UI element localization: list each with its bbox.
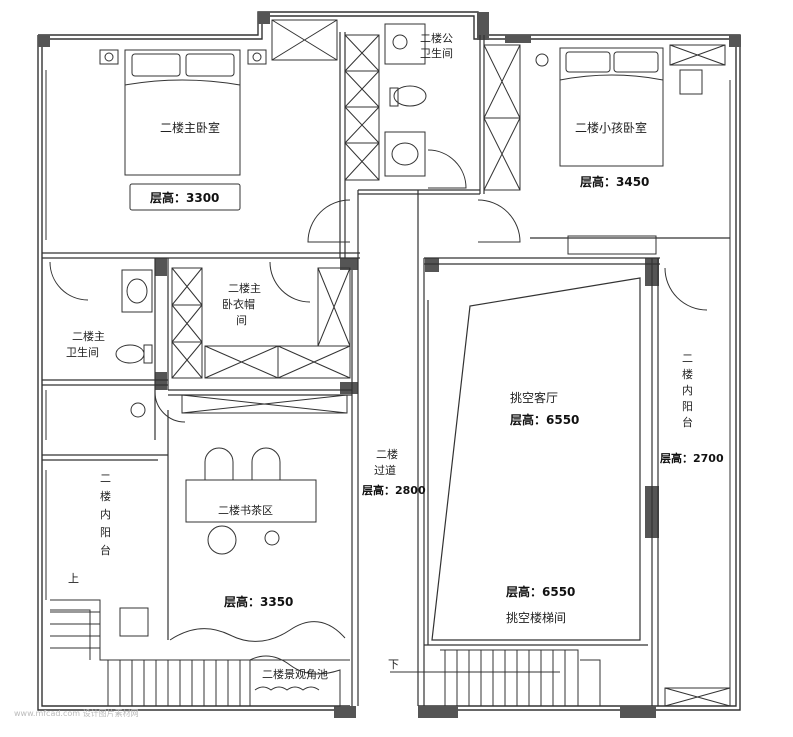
small-bedroom-label: 二楼小孩卧室 (575, 120, 647, 135)
windows (41, 11, 737, 700)
inner-balcony-label-5: 台 (682, 415, 693, 429)
corridor-label-2: 过道 (374, 463, 396, 477)
wardrobes (171, 19, 731, 707)
closet-label-3: 间 (236, 314, 247, 327)
viewing-corner-label: 二楼景观角池 (262, 667, 328, 681)
stair-void-label: 挑空楼梯间 (506, 610, 566, 625)
closet-label-1: 二楼主 (228, 281, 261, 295)
guest-bath-label-1: 二楼公 (420, 31, 453, 45)
left-balcony-label-4: 阳 (100, 526, 111, 539)
master-ceiling-label: 层高：3300 (150, 190, 219, 205)
stair-ceiling-label: 层高：6550 (506, 584, 575, 599)
corridor-ceiling-label: 层高：2800 (361, 483, 426, 497)
inner-balcony-label-1: 二 (682, 352, 693, 365)
small-bed-icon (535, 47, 664, 255)
bathroom-fixtures (115, 23, 703, 418)
master-bath-label-1: 二楼主 (72, 329, 105, 343)
room-labels: 二楼主卧室 层高：3300 二楼公 卫生间 二楼小孩卧室 层高：3450 二楼主… (14, 31, 724, 718)
inner-balcony-label-4: 阳 (682, 400, 693, 413)
master-bed-icon (99, 49, 267, 176)
inner-balcony-ceiling-label: 层高：2700 (659, 451, 724, 465)
left-balcony-label-3: 内 (100, 507, 111, 521)
inner-balcony-label-3: 内 (682, 383, 693, 397)
living-void-label: 挑空客厅 (510, 390, 558, 405)
closet-label-2: 卧衣帽 (222, 297, 255, 311)
doors (49, 149, 708, 423)
living-void (424, 277, 648, 646)
inner-balcony-label-2: 楼 (682, 367, 693, 381)
study-ceiling-label: 层高：3350 (224, 594, 293, 609)
landscape-pool (169, 621, 346, 707)
outer-walls (37, 11, 741, 711)
corridor-label-1: 二楼 (376, 447, 398, 461)
small-ceiling-label: 层高：3450 (580, 174, 649, 189)
stairs (50, 599, 601, 706)
stair-up-label: 上 (68, 572, 79, 585)
tea-furniture (119, 447, 317, 637)
guest-bath-label-2: 卫生间 (420, 46, 453, 60)
living-ceiling-label: 层高：6550 (510, 412, 579, 427)
master-bedroom-label: 二楼主卧室 (160, 120, 220, 135)
stair-down-label: 下 (388, 658, 399, 671)
study-label: 二楼书茶区 (218, 503, 273, 517)
master-ceiling-box (129, 183, 241, 211)
master-bath-label-2: 卫生间 (66, 345, 99, 359)
wall-pillars (38, 12, 741, 718)
watermark: www.mfcad.com 设计图片素材网 (14, 708, 139, 718)
left-balcony-label-1: 二 (100, 472, 111, 485)
left-balcony-label-2: 楼 (100, 489, 111, 503)
left-balcony-label-5: 台 (100, 543, 111, 557)
